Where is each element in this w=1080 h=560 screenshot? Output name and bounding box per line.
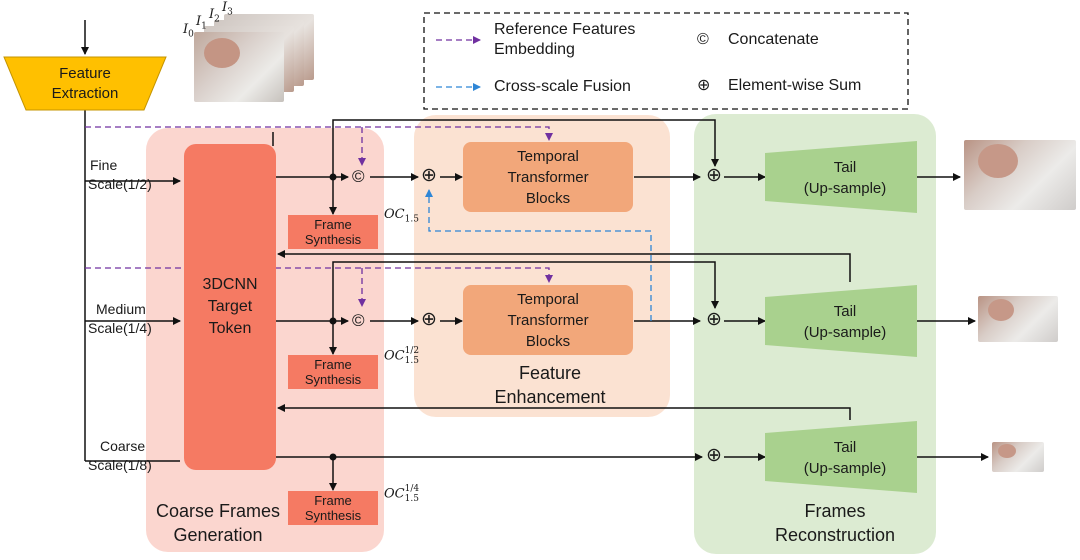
tail-line1: Tail (833, 159, 857, 176)
frame-synthesis-line2: Synthesis (304, 372, 362, 387)
legend-sum-symbol: ⊕ (697, 77, 711, 94)
tail-coarse-shape (765, 421, 917, 493)
tail-line2: (Up-sample) (803, 180, 887, 197)
transformer-line2: Transformer (507, 311, 589, 329)
scale-fine-line1: Fine (90, 157, 118, 173)
sum-symbol-fine-recon: ⊕ (706, 165, 722, 186)
tail-medium: Tail (Up-sample) (775, 296, 915, 348)
frame-label-i0: I0 (183, 22, 194, 40)
scale-medium-label: Medium Scale(1/4) (88, 300, 152, 338)
feature-extraction-block: Feature Extraction (20, 62, 150, 106)
coarse-title-line2: Generation (173, 525, 263, 545)
scale-fine-line2: Scale(1/2) (88, 176, 152, 192)
frame-synthesis-line2: Synthesis (304, 508, 362, 523)
cnn-line1: 3DCNN (202, 276, 258, 293)
scale-coarse-line2: Scale(1/8) (88, 457, 152, 473)
coarse-frames-generation-title: Coarse Frames Generation (146, 498, 290, 548)
output-frame-coarse (992, 442, 1044, 472)
legend-concatenate-label: Concatenate (728, 31, 819, 48)
oc-fine-label: OC1.5 (384, 207, 419, 225)
transformer-line2: Transformer (507, 168, 589, 186)
tail-coarse: Tail (Up-sample) (775, 432, 915, 484)
frame-synthesis-medium: Frame Synthesis (288, 355, 378, 389)
tail-line1: Tail (833, 439, 857, 456)
temporal-transformer-medium: Temporal Transformer Blocks (463, 285, 633, 355)
feature-extraction-shape (3, 56, 167, 111)
legend-reference-line2: Embedding (494, 41, 575, 58)
frame-synthesis-line1: Frame (314, 357, 352, 372)
frame-label-i3: I3 (222, 0, 233, 18)
sum-symbol-coarse-recon: ⊕ (706, 445, 722, 466)
temporal-transformer-fine: Temporal Transformer Blocks (463, 142, 633, 212)
sum-symbol-fine-enhance: ⊕ (421, 165, 437, 186)
recon-title-line2: Reconstruction (774, 525, 896, 545)
transformer-line3: Blocks (525, 332, 571, 350)
frame-synthesis-coarse: Frame Synthesis (288, 491, 378, 525)
feature-extraction-line2: Extraction (51, 85, 119, 102)
legend-elementwise-sum-label: Element-wise Sum (728, 77, 862, 94)
frame-synthesis-fine: Frame Synthesis (288, 215, 378, 249)
frame-label-i1: I1 (196, 14, 207, 32)
tail-fine-shape (765, 141, 917, 213)
tail-line2: (Up-sample) (803, 324, 887, 341)
frames-reconstruction-title: Frames Reconstruction (760, 498, 910, 548)
output-frame-fine (964, 140, 1076, 210)
cnn-line2: Target (207, 298, 253, 315)
3dcnn-target-token-block: 3DCNN Target Token (184, 144, 276, 470)
legend-cross-scale-fusion-label: Cross-scale Fusion (494, 78, 631, 95)
scale-medium-line1: Medium (96, 301, 146, 317)
feature-enhancement-title: Feature Enhancement (480, 360, 620, 410)
tail-line2: (Up-sample) (803, 460, 887, 477)
input-frame-0 (194, 32, 284, 102)
scale-coarse-label: Coarse Scale(1/8) (88, 437, 152, 475)
feature-extraction-line1: Feature (59, 65, 111, 82)
legend-reference-line1: Reference Features (494, 21, 636, 38)
transformer-line3: Blocks (525, 189, 571, 207)
scale-medium-line2: Scale(1/4) (88, 320, 152, 336)
frame-synthesis-line1: Frame (314, 217, 352, 232)
tail-medium-shape (765, 285, 917, 357)
tail-line1: Tail (833, 303, 857, 320)
frame-synthesis-line2: Synthesis (304, 232, 362, 247)
enhance-title-line2: Enhancement (494, 387, 606, 407)
recon-title-line1: Frames (804, 501, 866, 521)
enhance-title-line1: Feature (518, 363, 582, 383)
scale-fine-label: Fine Scale(1/2) (88, 156, 152, 194)
scale-coarse-line1: Coarse (100, 438, 146, 454)
frame-synthesis-line1: Frame (314, 493, 352, 508)
coarse-title-line1: Coarse Frames (155, 501, 281, 521)
legend-reference-features-label: Reference Features Embedding (494, 20, 694, 60)
concat-symbol-fine: © (352, 167, 365, 186)
output-frame-medium (978, 296, 1058, 342)
sum-symbol-medium-enhance: ⊕ (421, 309, 437, 330)
transformer-line1: Temporal (517, 147, 579, 165)
legend-concatenate-symbol: © (697, 31, 709, 48)
transformer-line1: Temporal (517, 290, 579, 308)
concat-symbol-medium: © (352, 311, 365, 330)
cnn-line3: Token (208, 320, 252, 337)
tail-fine: Tail (Up-sample) (775, 152, 915, 204)
frame-label-i2: I2 (209, 7, 220, 25)
sum-symbol-medium-recon: ⊕ (706, 309, 722, 330)
